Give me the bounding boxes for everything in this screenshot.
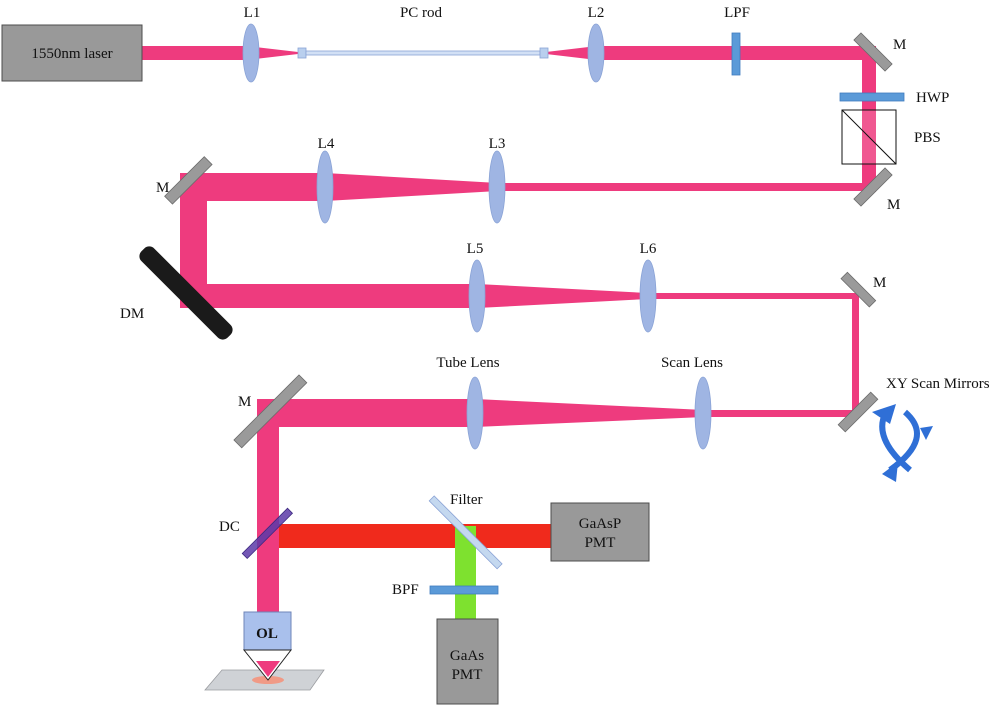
- label-ol: OL: [256, 626, 278, 642]
- gaas-pmt-box: [436, 618, 499, 705]
- filter-mirror: [428, 495, 503, 570]
- gaas-label-line2: PMT: [452, 667, 483, 683]
- label-l1: L1: [244, 5, 261, 21]
- mirror-m1: [853, 32, 893, 72]
- beam-dm-to-l5: [180, 284, 477, 308]
- beam-m1-to-m2: [862, 46, 876, 192]
- beam-green-signal: [455, 526, 476, 622]
- label-pc-rod: PC rod: [400, 5, 443, 21]
- beam-l5-l6-cross: [477, 284, 648, 308]
- label-m1: M: [893, 37, 906, 53]
- label-pbs: PBS: [914, 130, 941, 146]
- beam-l6-to-m4: [648, 293, 858, 299]
- beam-focus-cone: [256, 661, 280, 677]
- gaasp-pmt-box: [550, 502, 650, 562]
- label-dm: DM: [120, 306, 144, 322]
- beam-scan-tube-cross: [475, 399, 704, 427]
- beam-m5-to-ol: [257, 399, 279, 613]
- label-l3: L3: [489, 136, 506, 152]
- objective-lens-body: [243, 611, 292, 651]
- beam-laser-to-l1: [142, 46, 246, 60]
- label-l6: L6: [640, 241, 657, 257]
- beam-m2-to-l3: [498, 183, 876, 191]
- mirror-m5: [233, 374, 308, 449]
- label-m2: M: [887, 197, 900, 213]
- label-m5: M: [238, 394, 251, 410]
- lens-l5: [468, 259, 486, 333]
- lens-l3: [488, 150, 506, 224]
- long-pass-filter: [731, 32, 741, 76]
- tube-lens: [466, 376, 484, 450]
- lens-l1: [242, 23, 260, 83]
- label-dc: DC: [219, 519, 240, 535]
- beam-l2-focus: [546, 46, 597, 60]
- dichroic-dc: [241, 507, 294, 560]
- label-bpf: BPF: [392, 582, 419, 598]
- polarizing-beam-splitter: [841, 109, 897, 165]
- mirror-m2: [853, 167, 893, 207]
- label-xy-scan: XY Scan Mirrors: [886, 376, 990, 392]
- scan-lens: [694, 376, 712, 450]
- mirror-m3: [164, 156, 213, 205]
- lens-l6: [639, 259, 657, 333]
- lens-l4: [316, 150, 334, 224]
- dichroic-mirror-dm: [139, 246, 233, 340]
- label-l4: L4: [318, 136, 335, 152]
- label-m4: M: [873, 275, 886, 291]
- scan-arrowhead-bottom-icon: [882, 462, 898, 482]
- label-filter: Filter: [450, 492, 483, 508]
- label-tube-lens: Tube Lens: [436, 355, 499, 371]
- label-m3: M: [156, 180, 169, 196]
- laser-label: 1550nm laser: [31, 46, 112, 62]
- band-pass-filter: [429, 585, 499, 595]
- gaas-label-line1: GaAs: [450, 648, 484, 664]
- mirror-xy-scan: [837, 391, 879, 433]
- label-scan-lens: Scan Lens: [661, 355, 723, 371]
- gaasp-label-line1: GaAsP: [579, 516, 622, 532]
- beam-m4-to-xy: [852, 293, 859, 417]
- pc-rod: [297, 47, 549, 59]
- gaasp-label-line2: PMT: [585, 535, 616, 551]
- lens-l2: [587, 23, 605, 83]
- scan-arrowhead-left-icon: [872, 404, 896, 424]
- beam-tube-to-m5: [257, 399, 475, 427]
- mirror-m4: [840, 271, 877, 308]
- laser-box: [1, 24, 143, 82]
- label-l5: L5: [467, 241, 484, 257]
- half-wave-plate: [839, 92, 905, 102]
- scan-arrowhead-right-icon: [920, 426, 933, 440]
- beam-red-signal: [279, 524, 551, 548]
- label-hwp: HWP: [916, 90, 949, 106]
- beam-xy-to-scanlens: [704, 410, 859, 417]
- label-lpf: LPF: [724, 5, 750, 21]
- beam-l3-l4-cross: [325, 173, 498, 201]
- label-l2: L2: [588, 5, 605, 21]
